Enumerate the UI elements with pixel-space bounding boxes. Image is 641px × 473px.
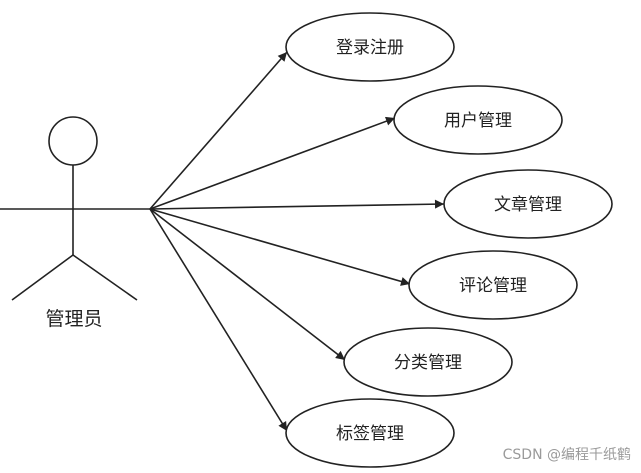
use-case-label: 登录注册 [336, 38, 404, 58]
use-case-comment: 评论管理 [408, 250, 578, 320]
use-case-label: 用户管理 [444, 111, 512, 131]
watermark: CSDN @编程千纸鹤 [503, 447, 631, 463]
link-comment [149, 208, 411, 286]
link-user [149, 116, 396, 210]
link-category [149, 208, 346, 361]
use-case-tag: 标签管理 [285, 398, 455, 468]
associations [149, 51, 445, 432]
actor-label: 管理员 [45, 308, 102, 330]
actor [0, 116, 150, 301]
use-case-category: 分类管理 [343, 327, 513, 397]
use-case-label: 文章管理 [494, 195, 562, 215]
use-case-label: 分类管理 [394, 353, 462, 373]
use-case-label: 评论管理 [459, 276, 527, 296]
use-case-user: 用户管理 [393, 85, 563, 155]
link-tag [149, 208, 288, 432]
actor-left-leg [11, 254, 74, 301]
link-login [149, 51, 288, 210]
link-article [149, 199, 445, 210]
actor-head [48, 116, 98, 166]
use-case-label: 标签管理 [336, 424, 404, 444]
use-case-article: 文章管理 [443, 169, 613, 239]
use-cases: 登录注册 用户管理 文章管理 评论管理 分类管理 标签管理 [285, 12, 613, 468]
use-case-login: 登录注册 [285, 12, 455, 82]
actor-right-leg [72, 254, 138, 301]
